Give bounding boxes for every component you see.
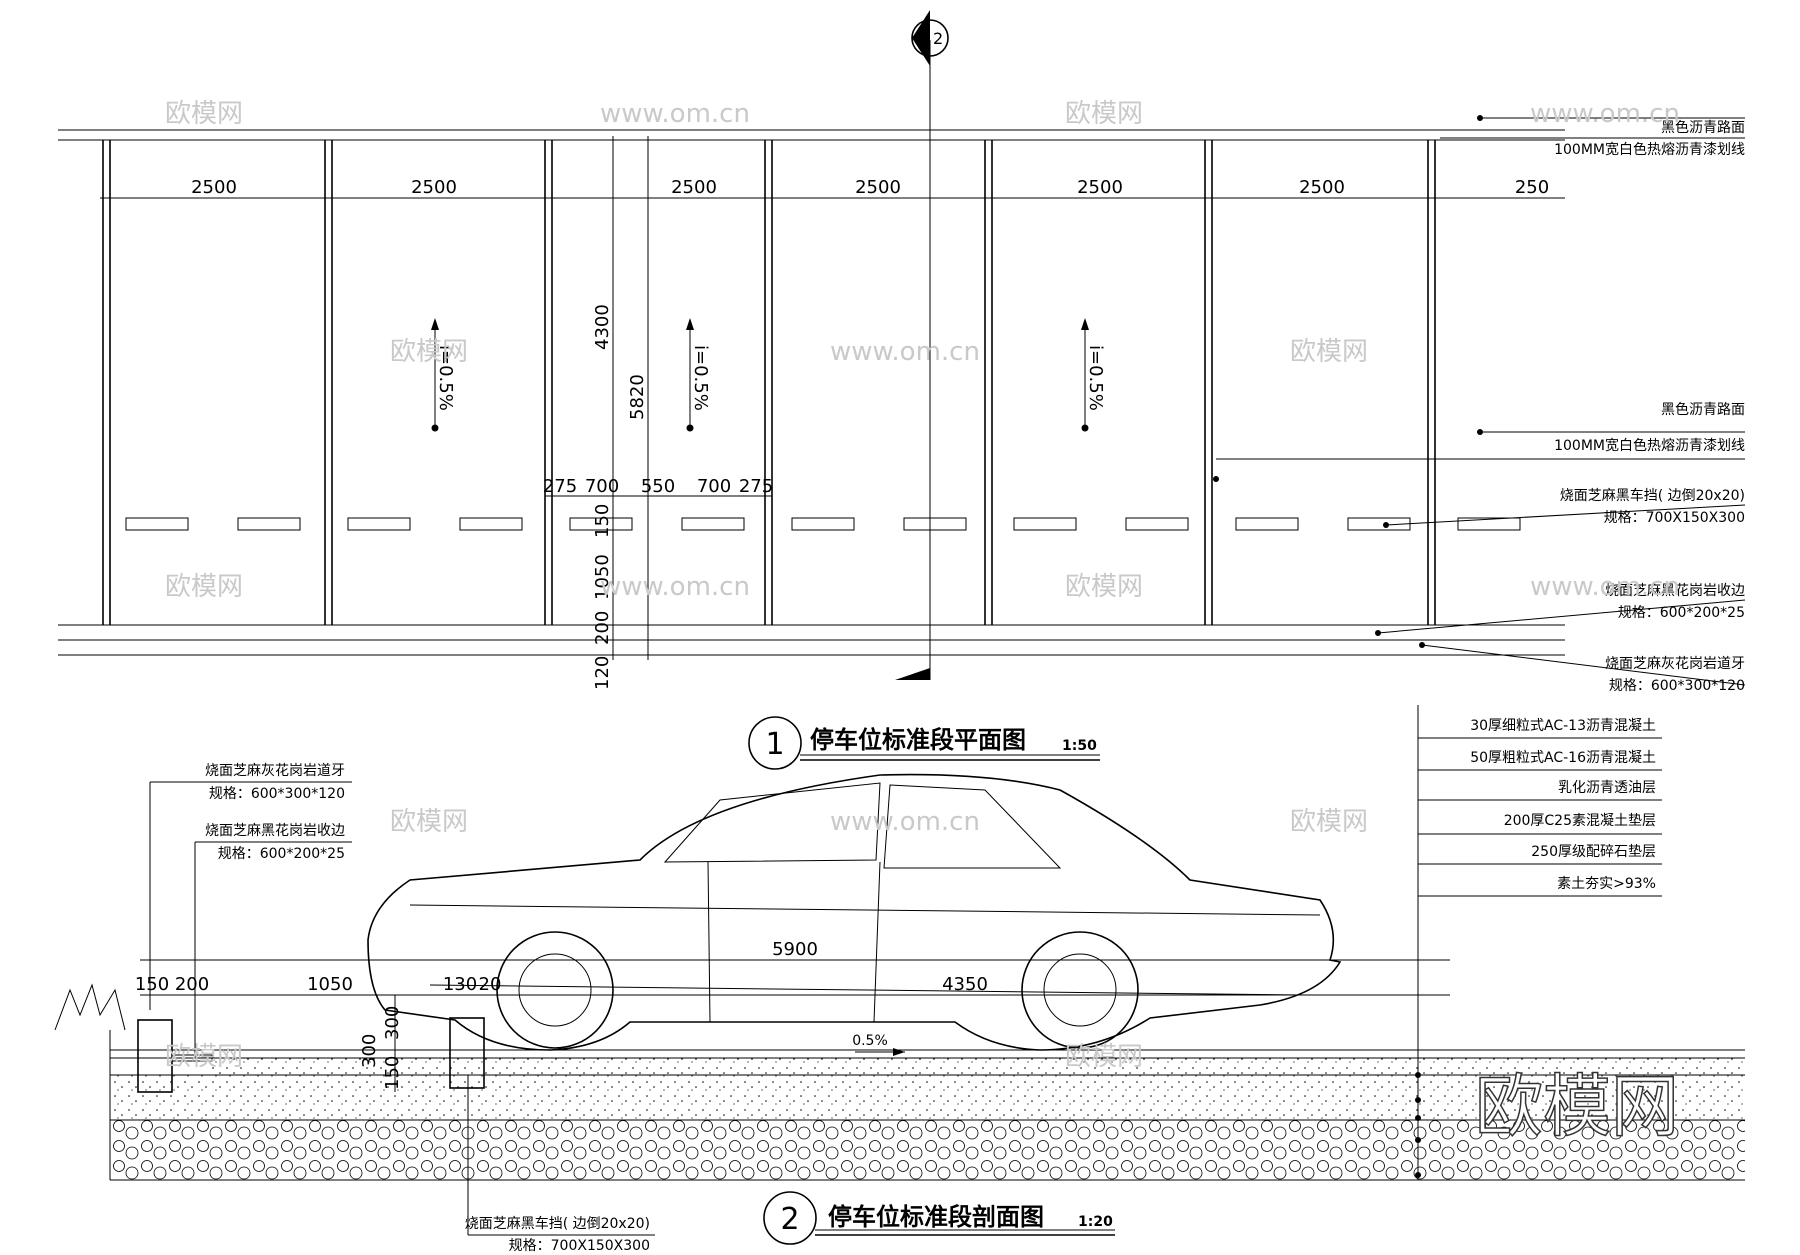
slope-label: i=0.5% bbox=[1085, 345, 1106, 411]
note: 烧面芝麻黑花岗岩收边 bbox=[205, 823, 345, 839]
note: 规格：700X150X300 bbox=[509, 1238, 650, 1254]
note: 规格：600*300*120 bbox=[209, 786, 345, 802]
dim-4300: 4300 bbox=[592, 304, 613, 350]
watermark-url: www.om.cn bbox=[600, 572, 750, 602]
bay-width: 2500 bbox=[411, 177, 457, 198]
bay-width: 2500 bbox=[1299, 177, 1345, 198]
note: 规格：600*200*25 bbox=[1618, 605, 1745, 621]
title-number: 1 bbox=[765, 727, 784, 762]
note: 烧面芝麻黑花岗岩收边 bbox=[1605, 583, 1745, 599]
note: 烧面芝麻黑车挡( 边倒20x20) bbox=[465, 1215, 650, 1232]
watermark-url: www.om.cn bbox=[600, 99, 750, 129]
layer-notes: 30厚细粒式AC-13沥青混凝土 50厚粗粒式AC-16沥青混凝土 乳化沥青透油… bbox=[1415, 705, 1662, 1180]
watermark-logo: 欧模网 bbox=[1065, 572, 1143, 602]
watermark-logo: 欧模网 bbox=[390, 807, 468, 837]
dim-275: 275 bbox=[543, 476, 577, 497]
watermark-logo: 欧模网 bbox=[1290, 337, 1368, 367]
note: 黑色沥青路面 bbox=[1661, 401, 1745, 418]
dim-700: 700 bbox=[697, 476, 731, 497]
watermarks: 欧模网 欧模网 欧模网 欧模网 欧模网 欧模网 欧模网 欧模网 欧模网 欧模网 … bbox=[165, 99, 1680, 1148]
bay-lines bbox=[102, 140, 1436, 625]
layer-label: 30厚细粒式AC-13沥青混凝土 bbox=[1470, 718, 1656, 734]
dim-20: 20 bbox=[479, 974, 502, 995]
curb bbox=[54, 983, 213, 1093]
plan-notes: 黑色沥青路面 100MM宽白色热熔沥青漆划线 黑色沥青路面 100MM宽白色热熔… bbox=[1213, 115, 1746, 694]
watermark-url: www.om.cn bbox=[1530, 572, 1680, 602]
watermark-url: www.om.cn bbox=[830, 337, 980, 367]
bay-width: 2500 bbox=[1077, 177, 1123, 198]
note: 烧面芝麻黑车挡( 边倒20x20) bbox=[1560, 487, 1745, 504]
slope-label: 0.5% bbox=[852, 1033, 888, 1049]
dim-total: 5900 bbox=[772, 939, 818, 960]
title-text: 停车位标准段平面图 bbox=[810, 726, 1026, 754]
dim-130: 130 bbox=[443, 974, 477, 995]
bay-width: 2500 bbox=[671, 177, 717, 198]
dim-200: 200 bbox=[175, 974, 209, 995]
layer-label: 250厚级配碎石垫层 bbox=[1531, 844, 1656, 860]
dim-1050: 1050 bbox=[307, 974, 353, 995]
dim-275: 275 bbox=[739, 476, 773, 497]
layer-label: 乳化沥青透油层 bbox=[1558, 780, 1656, 796]
note: 规格：700X150X300 bbox=[1604, 510, 1745, 526]
slope-arrows: i=0.5% i=0.5% i=0.5% bbox=[431, 318, 1106, 432]
wheel-stops bbox=[125, 517, 1521, 531]
car-outline bbox=[367, 773, 1342, 1051]
dim-4350: 4350 bbox=[942, 974, 988, 995]
dim-550: 550 bbox=[641, 476, 675, 497]
dim-150: 150 bbox=[382, 1056, 403, 1090]
dim-700: 700 bbox=[585, 476, 619, 497]
dim-5820: 5820 bbox=[627, 374, 648, 420]
watermark-logo-large: 欧模网 bbox=[1475, 1068, 1679, 1147]
title-scale: 1:50 bbox=[1062, 738, 1097, 754]
plan-view: 2500 2500 2500 2500 2500 2500 250 bbox=[58, 10, 1746, 770]
watermark-logo: 欧模网 bbox=[165, 99, 243, 129]
section-dimensions: 5900 150 200 1050 130 20 4350 300 300 15… bbox=[135, 939, 1450, 1092]
watermark-url: www.om.cn bbox=[1530, 99, 1680, 129]
title-text: 停车位标准段剖面图 bbox=[828, 1203, 1044, 1231]
bay-width: 2500 bbox=[855, 177, 901, 198]
section-view: 30厚细粒式AC-13沥青混凝土 50厚粗粒式AC-16沥青混凝土 乳化沥青透油… bbox=[54, 705, 1745, 1254]
dim-300: 300 bbox=[359, 1034, 380, 1068]
note: 100MM宽白色热熔沥青漆划线 bbox=[1554, 437, 1745, 454]
dim-150: 150 bbox=[592, 504, 613, 538]
bay-width: 250 bbox=[1515, 177, 1549, 198]
section-bottom-notes: 烧面芝麻黑车挡( 边倒20x20) 规格：700X150X300 bbox=[465, 1075, 655, 1254]
slope-label: i=0.5% bbox=[435, 345, 456, 411]
layer-label: 200厚C25素混凝土垫层 bbox=[1504, 813, 1656, 829]
note: 烧面芝麻灰花岗岩道牙 bbox=[205, 763, 345, 779]
section-left-notes: 烧面芝麻灰花岗岩道牙 规格：600*300*120 烧面芝麻黑花岗岩收边 规格：… bbox=[149, 763, 352, 1058]
layer-label: 素土夯实>93% bbox=[1557, 876, 1656, 892]
note: 黑色沥青路面 bbox=[1661, 119, 1745, 136]
section-title: 2 停车位标准段剖面图 1:20 bbox=[763, 1191, 1115, 1245]
watermark-logo: 欧模网 bbox=[390, 337, 468, 367]
layer-label: 50厚粗粒式AC-16沥青混凝土 bbox=[1470, 750, 1656, 766]
watermark-url: www.om.cn bbox=[830, 807, 980, 837]
wheel-stop bbox=[449, 1017, 485, 1089]
dim-120: 120 bbox=[592, 656, 613, 690]
note: 规格：600*300*120 bbox=[1609, 678, 1745, 694]
watermark-logo: 欧模网 bbox=[1290, 807, 1368, 837]
watermark-logo: 欧模网 bbox=[165, 572, 243, 602]
ground-layers bbox=[109, 1030, 1745, 1181]
dim-150: 150 bbox=[135, 974, 169, 995]
watermark-logo: 欧模网 bbox=[165, 1042, 243, 1072]
note: 规格：600*200*25 bbox=[218, 846, 345, 862]
section-marker: 2 bbox=[911, 10, 949, 66]
note: 100MM宽白色热熔沥青漆划线 bbox=[1554, 141, 1745, 158]
dim-300: 300 bbox=[382, 1006, 403, 1040]
bay-width-labels: 2500 2500 2500 2500 2500 2500 250 bbox=[191, 177, 1549, 198]
watermark-logo: 欧模网 bbox=[1065, 99, 1143, 129]
slope-label: i=0.5% bbox=[690, 345, 711, 411]
watermark-logo: 欧模网 bbox=[1065, 1042, 1143, 1072]
dim-1050: 1050 bbox=[592, 554, 613, 600]
note: 烧面芝麻灰花岗岩道牙 bbox=[1605, 656, 1745, 672]
bay-width: 2500 bbox=[191, 177, 237, 198]
dim-200: 200 bbox=[592, 611, 613, 645]
section-marker-label: 2 bbox=[933, 29, 943, 48]
plan-title: 1 停车位标准段平面图 1:50 bbox=[748, 716, 1100, 770]
plan-dimensions: 4300 5820 275 700 550 700 275 150 1050 2… bbox=[543, 136, 773, 690]
title-scale: 1:20 bbox=[1078, 1214, 1113, 1230]
title-number: 2 bbox=[780, 1202, 799, 1237]
